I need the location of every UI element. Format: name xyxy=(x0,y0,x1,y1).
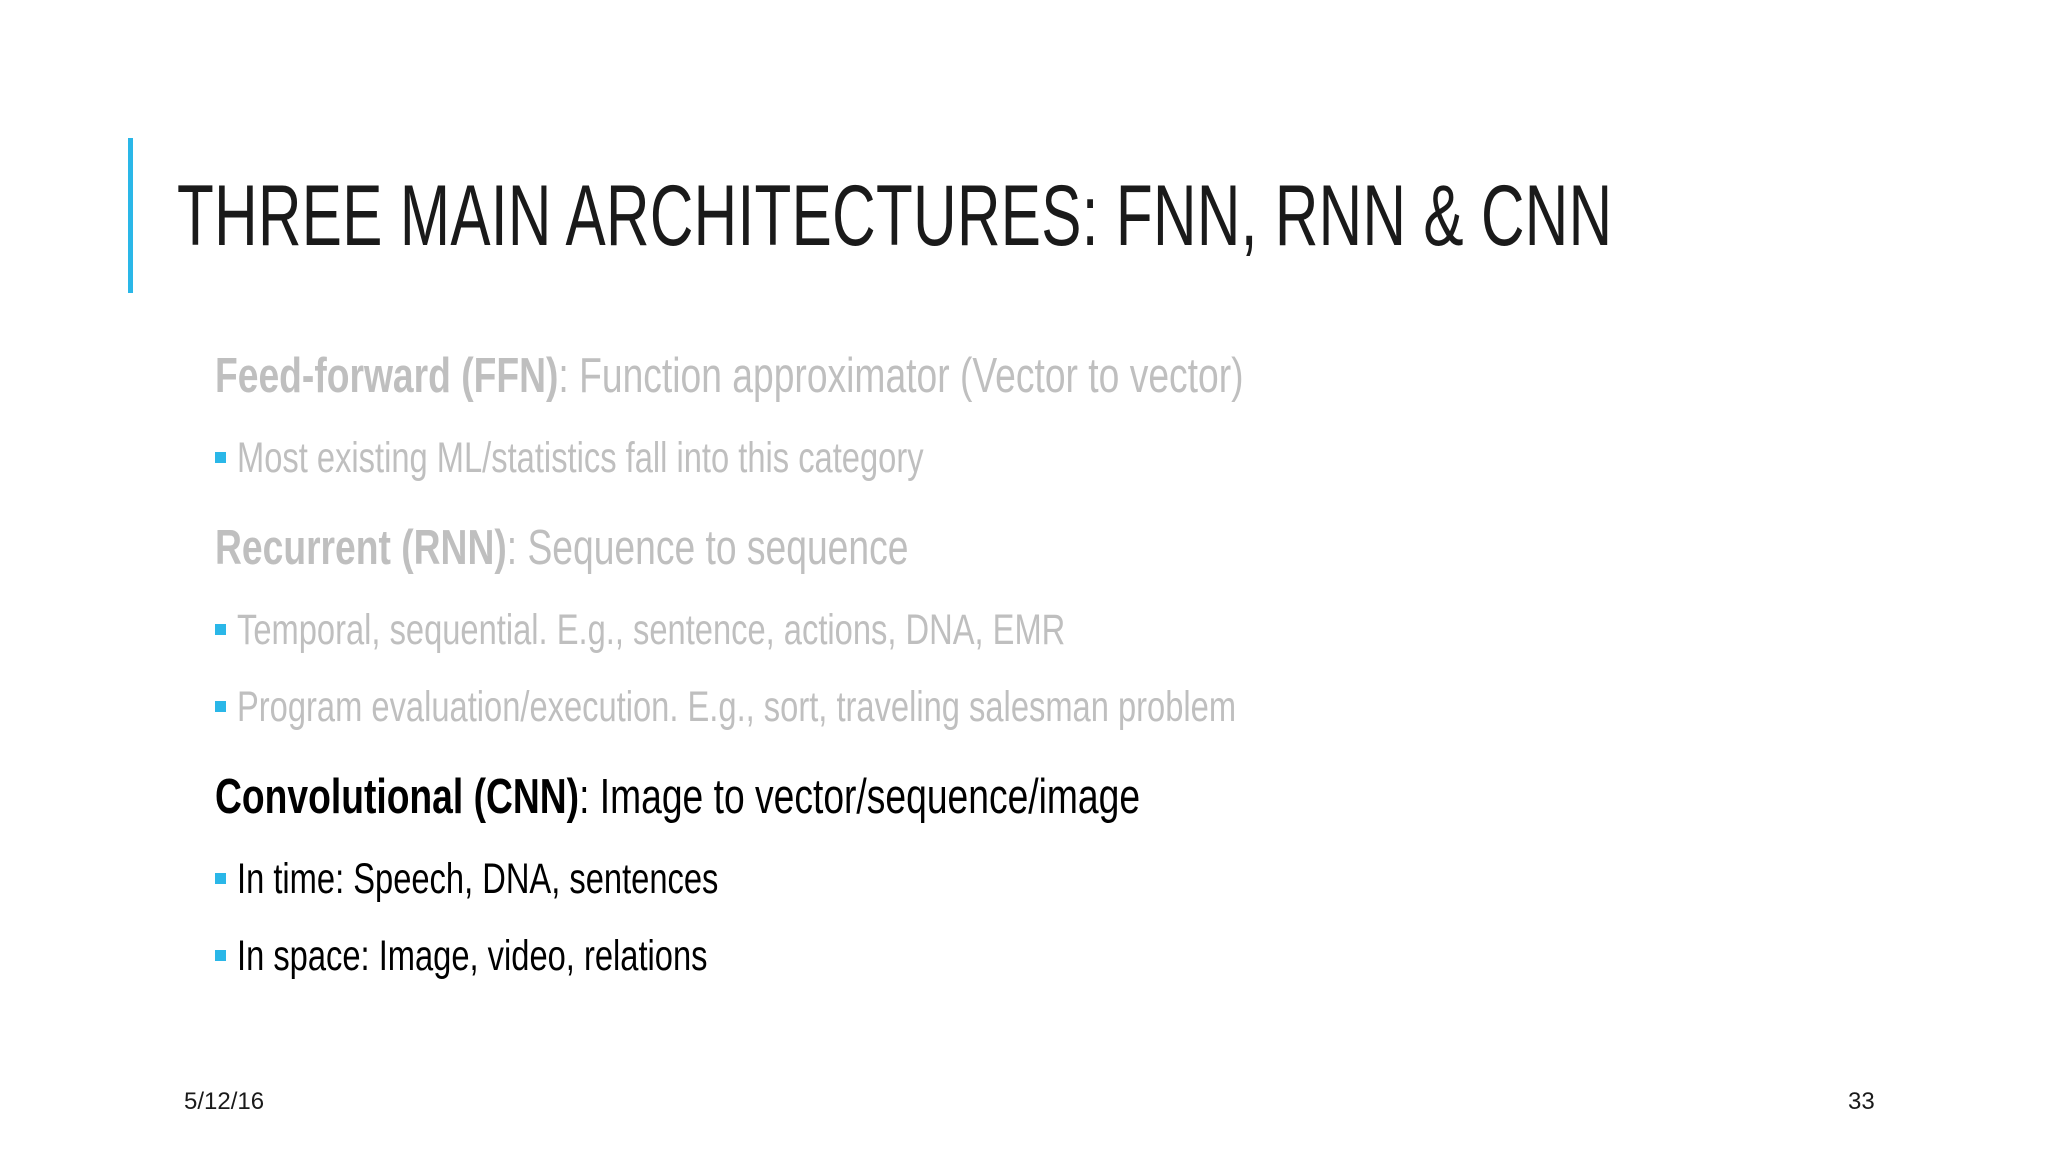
section-heading: Feed-forward (FFN): Function approximato… xyxy=(215,352,1507,401)
square-bullet-icon xyxy=(215,624,226,635)
footer-date: 5/12/16 xyxy=(184,1088,265,1115)
list-item: In space: Image, video, relations xyxy=(215,935,1915,978)
list-item-label: In space: Image, video, relations xyxy=(237,932,708,980)
section-heading-lead: Recurrent (RNN) xyxy=(215,521,507,575)
list-item-label: Program evaluation/execution. E.g., sort… xyxy=(237,683,1237,731)
list-item: In time: Speech, DNA, sentences xyxy=(215,858,1915,901)
section-heading-rest: : Image to vector/sequence/image xyxy=(579,770,1141,824)
section-heading-rest: : Sequence to sequence xyxy=(506,521,909,575)
title-accent-bar xyxy=(128,138,133,293)
square-bullet-icon xyxy=(215,452,226,463)
list-item: Temporal, sequential. E.g., sentence, ac… xyxy=(215,609,1915,652)
title-block: THREE MAIN ARCHITECTURES: FNN, RNN & CNN xyxy=(128,138,1928,293)
list-item: Most existing ML/statistics fall into th… xyxy=(215,437,1915,480)
square-bullet-icon xyxy=(215,701,226,712)
section-heading: Convolutional (CNN): Image to vector/seq… xyxy=(215,773,1507,822)
section-heading-lead: Feed-forward (FFN) xyxy=(215,349,559,403)
list-item: Program evaluation/execution. E.g., sort… xyxy=(215,686,1915,729)
square-bullet-icon xyxy=(215,950,226,961)
page-title: THREE MAIN ARCHITECTURES: FNN, RNN & CNN xyxy=(177,167,1613,264)
list-item-label: In time: Speech, DNA, sentences xyxy=(237,855,719,903)
list-item-label: Most existing ML/statistics fall into th… xyxy=(237,434,924,482)
footer-page-number: 33 xyxy=(1848,1088,1875,1115)
square-bullet-icon xyxy=(215,873,226,884)
body-content: Feed-forward (FFN): Function approximato… xyxy=(215,352,1915,1012)
section-heading-rest: : Function approximator (Vector to vecto… xyxy=(558,349,1244,403)
list-item-label: Temporal, sequential. E.g., sentence, ac… xyxy=(237,606,1066,654)
section-heading-lead: Convolutional (CNN) xyxy=(215,770,580,824)
section-heading: Recurrent (RNN): Sequence to sequence xyxy=(215,524,1507,573)
